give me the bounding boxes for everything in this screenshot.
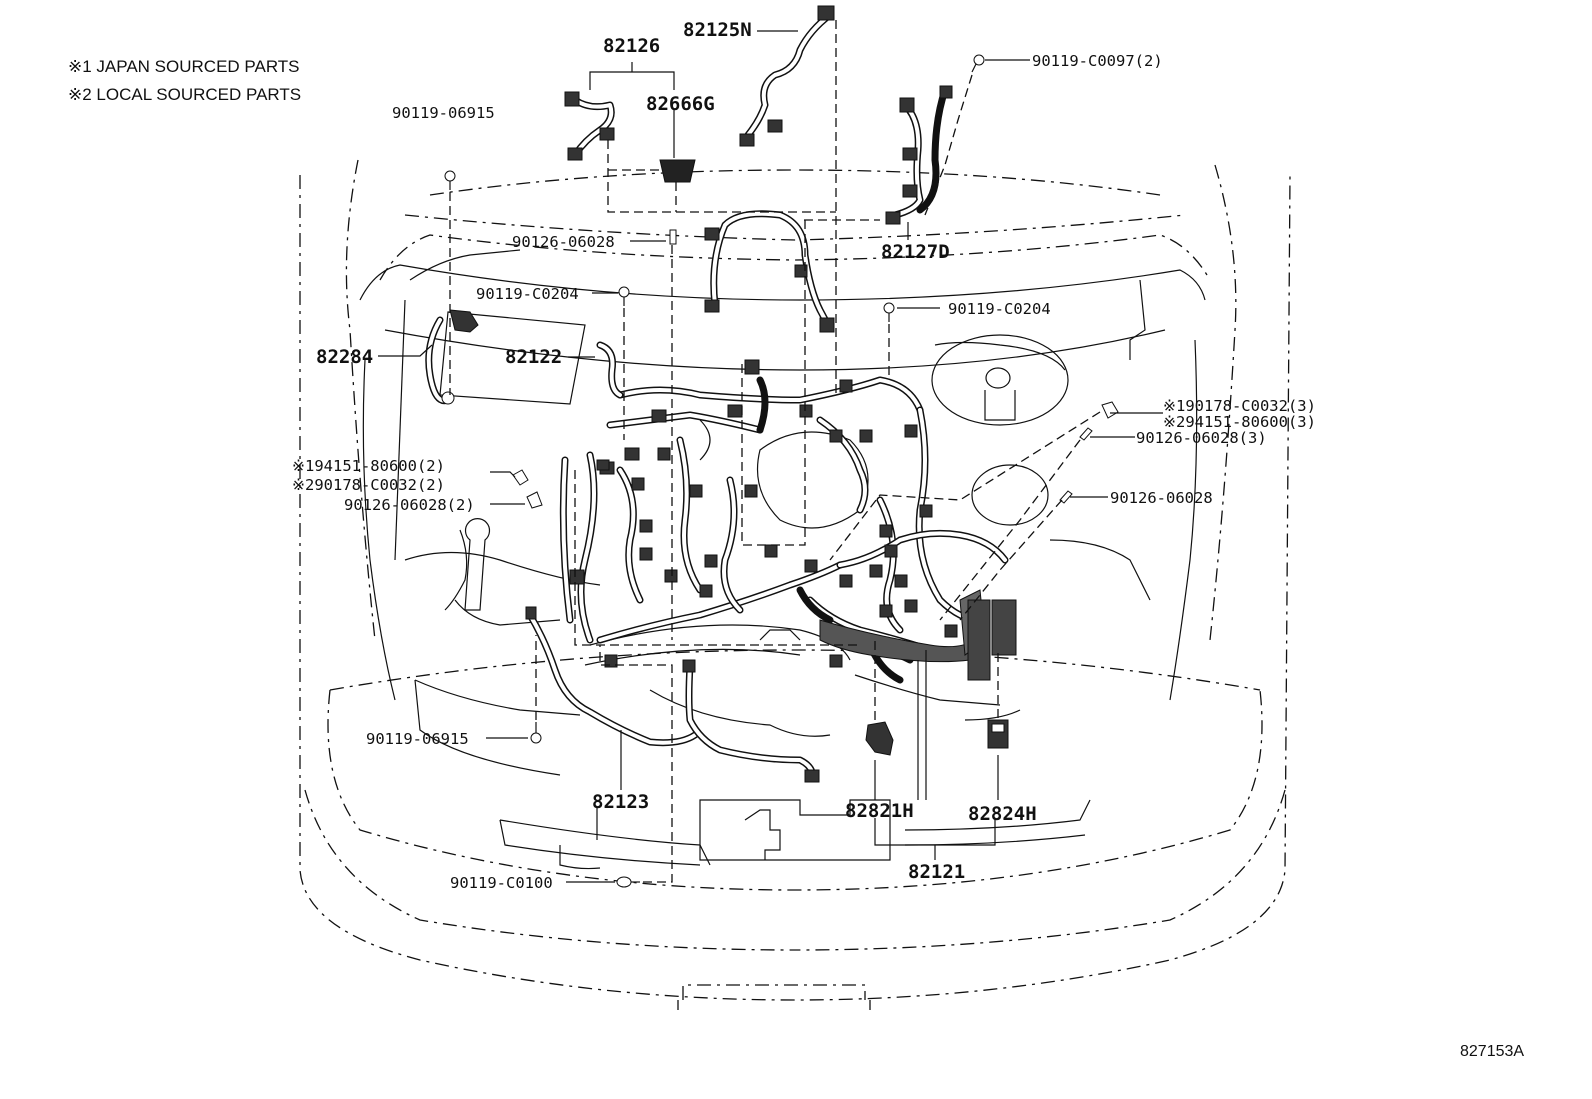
main-engine-harness xyxy=(559,359,1017,684)
clip-right xyxy=(1059,490,1073,504)
harness-82284 xyxy=(425,309,479,405)
bolt-90119-06915-bottom xyxy=(530,722,542,744)
harness-82126 xyxy=(564,91,615,161)
label-82284: 82284 xyxy=(316,346,373,368)
label-90126-06028-top: 90126-06028 xyxy=(512,233,615,251)
figure-reference-number: 827153A xyxy=(1460,1043,1524,1060)
label-90119-06915-bottom: 90119-06915 xyxy=(366,730,469,748)
label-82125N: 82125N xyxy=(683,19,752,41)
bolt-90119-C0204-right xyxy=(883,302,895,322)
engine-bay-structure xyxy=(359,249,1206,870)
label-90126-06028-3: 90126-06028(3) xyxy=(1136,429,1267,447)
label-90119-C0204-left: 90119-C0204 xyxy=(476,285,579,303)
note-japan-sourced: ※1 JAPAN SOURCED PARTS xyxy=(68,57,300,76)
label-82821H: 82821H xyxy=(845,800,914,822)
grommet-82666G xyxy=(659,159,696,183)
label-82666G: 82666G xyxy=(646,93,715,115)
label-90119-06915-top: 90119-06915 xyxy=(392,104,495,122)
bolt-symbols xyxy=(444,54,1119,888)
bolt-90119-C0204-left xyxy=(618,286,630,306)
clip-90126-06028-top xyxy=(669,229,677,245)
label-82123: 82123 xyxy=(592,791,649,813)
label-90126-06028-right: 90126-06028 xyxy=(1110,489,1213,507)
label-82121: 82121 xyxy=(908,861,965,883)
bolt-90119-C0097 xyxy=(971,54,985,73)
label-82127D: 82127D xyxy=(881,241,950,263)
connector-82824H xyxy=(987,719,1009,749)
nut-right xyxy=(1101,401,1119,419)
bolt-90119-C0100 xyxy=(616,876,640,888)
harness-upper-loop xyxy=(704,210,835,333)
bolt-90119-06915-top xyxy=(444,170,456,190)
label-294151-80600-3: ※294151-80600(3) xyxy=(1163,413,1316,431)
label-82824H: 82824H xyxy=(968,803,1037,825)
dashed-leaders xyxy=(449,20,1101,883)
label-82122: 82122 xyxy=(505,346,562,368)
label-90126-06028-2: 90126-06028(2) xyxy=(344,496,475,514)
harness-82127D xyxy=(885,85,953,225)
clip-left xyxy=(526,491,543,509)
label-90119-C0100: 90119-C0100 xyxy=(450,874,553,892)
fastener-labels: 90119-C0097(2) 90119-06915 90126-06028 9… xyxy=(292,52,1316,892)
note-lines: ※1 JAPAN SOURCED PARTS ※2 LOCAL SOURCED … xyxy=(68,57,301,104)
connector-82821H xyxy=(865,721,894,756)
label-90119-C0097: 90119-C0097(2) xyxy=(1032,52,1163,70)
car-body-outline xyxy=(299,159,1291,1010)
harness-82122 xyxy=(596,341,624,399)
label-82126: 82126 xyxy=(603,35,660,57)
label-290178-C0032-2: ※290178-C0032(2) xyxy=(292,476,445,494)
note-local-sourced: ※2 LOCAL SOURCED PARTS xyxy=(68,85,301,104)
label-194151-80600-2: ※194151-80600(2) xyxy=(292,457,445,475)
part-labels: 82126 82125N 82666G 82127D 82284 82122 8… xyxy=(316,19,1037,883)
harness-82125N xyxy=(739,5,835,147)
label-leaders xyxy=(378,30,1163,883)
harness-82123 xyxy=(525,606,820,783)
nut-left xyxy=(512,469,529,486)
clip-right-3 xyxy=(1079,427,1093,441)
label-190178-C0032-3: ※190178-C0032(3) xyxy=(1163,397,1316,415)
label-90119-C0204-right: 90119-C0204 xyxy=(948,300,1051,318)
